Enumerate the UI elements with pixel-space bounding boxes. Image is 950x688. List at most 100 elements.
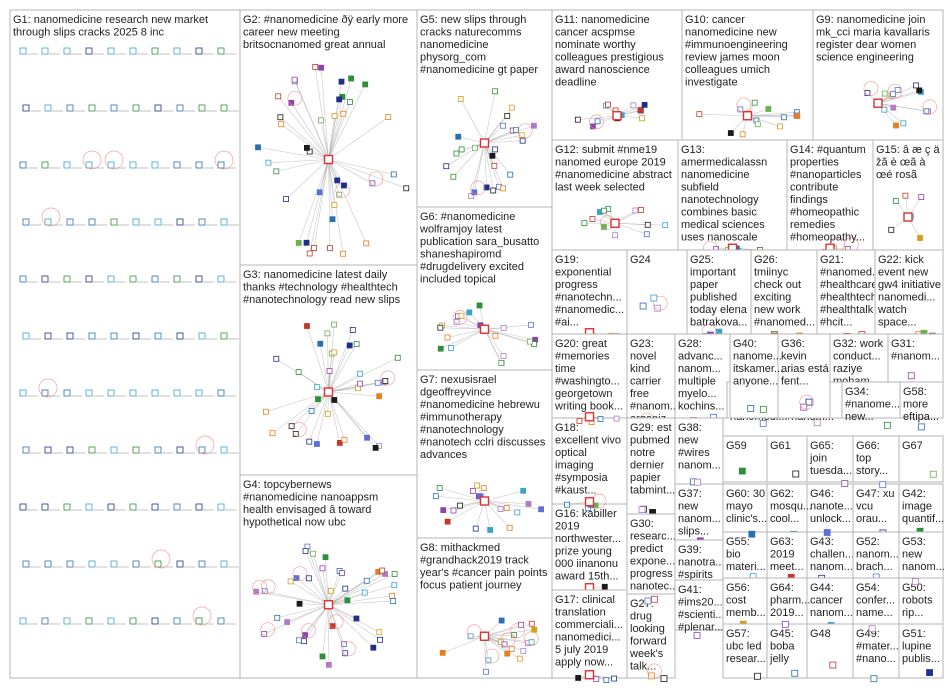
- vertex: [196, 162, 202, 168]
- group-panel-g55: G55:biomateri...: [723, 532, 767, 580]
- vertex: [297, 601, 302, 606]
- vertex: [304, 145, 309, 150]
- vertex: [639, 507, 645, 513]
- group-panel-g9: G9: nanomedicine joinmk_cci maria kavall…: [813, 10, 943, 140]
- vertex: [532, 627, 537, 632]
- vertex: [661, 676, 667, 682]
- vertex: [509, 105, 514, 110]
- group-panel-g8: G8: mithackmed#grandhack2019 trackyear's…: [417, 538, 552, 678]
- group-panel-g49: G49:#mater...#nano...: [853, 624, 899, 682]
- group-label-line: 5 july 2019: [555, 644, 608, 656]
- group-panel-g63: G63:2019meet...: [767, 532, 807, 580]
- group-label-line: medical sciences: [681, 219, 765, 231]
- group-label-line: top: [856, 453, 871, 465]
- vertex: [326, 662, 331, 667]
- vertex: [529, 621, 534, 626]
- vertex: [23, 333, 29, 339]
- group-panel-g60: G60: 30mayoclinic's...: [723, 484, 767, 537]
- group-panel-g66: G66:topstory...: [853, 436, 899, 488]
- group-label-line: 2019: [770, 549, 794, 561]
- vertices: [842, 481, 848, 487]
- vertex: [292, 77, 297, 82]
- group-label-line: G32: work: [833, 338, 884, 350]
- group-label-line: quantif...: [902, 513, 944, 525]
- group-label-line: remedies: [790, 219, 836, 231]
- vertex: [23, 447, 29, 453]
- group-label-line: G67: [902, 440, 923, 452]
- group-label-line: health envisaged â toward: [243, 504, 371, 516]
- group-label-line: G13:: [681, 144, 705, 156]
- vertex: [64, 390, 70, 396]
- group-label-line: #memories: [555, 351, 610, 363]
- vertex: [155, 105, 161, 111]
- group-label-line: #wires: [678, 447, 710, 459]
- vertex: [481, 486, 486, 491]
- vertex: [42, 618, 48, 624]
- vertex: [174, 390, 180, 396]
- vertex: [604, 678, 609, 683]
- vertex: [339, 79, 344, 84]
- vertex: [108, 276, 114, 282]
- vertex: [364, 578, 369, 583]
- vertex: [67, 219, 73, 225]
- group-label-line: thanks #technology #healthtech: [243, 282, 398, 294]
- vertex: [266, 160, 271, 165]
- group-label-line: G22: kick: [878, 254, 924, 266]
- vertex: [152, 504, 158, 510]
- vertex: [638, 108, 643, 113]
- vertex: [526, 501, 531, 506]
- group-label-line: rip...: [902, 607, 923, 619]
- group-label-line: conduct...: [833, 351, 881, 363]
- vertex: [575, 117, 580, 122]
- vertex: [284, 197, 289, 202]
- hub-vertex: [481, 325, 489, 333]
- group-label-line: G20: great: [555, 338, 607, 350]
- vertex: [505, 651, 510, 656]
- group-panel-g29: G29: estpubmednotredernierpapiertabmint.…: [627, 418, 675, 515]
- group-label-line: meet...: [770, 561, 804, 573]
- group-label-line: #homeopathy...: [790, 232, 865, 244]
- vertex: [456, 134, 461, 139]
- vertex: [577, 418, 582, 423]
- group-label-line: #spirits: [678, 569, 713, 581]
- vertex: [340, 251, 345, 256]
- group-label-line: talk...: [630, 661, 656, 673]
- group-label-line: G38:: [678, 422, 702, 434]
- group-label-line: #grandhack2019 track: [420, 555, 529, 567]
- vertex: [515, 510, 520, 515]
- vertex: [325, 411, 330, 416]
- vertex: [263, 409, 268, 414]
- group-label-line: investigate: [685, 77, 738, 89]
- vertex: [196, 276, 202, 282]
- vertices: [793, 471, 799, 477]
- group-panel-g65: G65:jointuesda...: [807, 436, 853, 487]
- vertex: [327, 368, 332, 373]
- group-label-line: #nanotechnology read new slips: [243, 294, 401, 306]
- group-label-line: cracks naturecomms: [420, 27, 522, 39]
- group-panel-g31: G31:#nanom...: [888, 334, 943, 382]
- vertex: [903, 193, 908, 198]
- group-label-line: nanom...: [678, 513, 721, 525]
- group-label-line: mk_cci maria kavallaris: [816, 27, 930, 39]
- group-panel-g17: G17: clinicaltranslationcommerciali...na…: [552, 590, 627, 683]
- group-label-line: writing book...: [554, 401, 623, 413]
- vertex: [111, 219, 117, 225]
- group-label-line: colleagues prestigious: [555, 52, 664, 64]
- vertex: [373, 445, 378, 450]
- group-label-line: cost: [726, 595, 746, 607]
- vertex: [332, 350, 337, 355]
- vertex: [448, 345, 453, 350]
- group-label-line: #nanomedicine nanoappsm: [243, 492, 378, 504]
- vertex: [793, 471, 799, 477]
- vertex: [307, 251, 312, 256]
- vertices: [782, 621, 788, 627]
- vertex: [451, 174, 456, 179]
- vertex: [332, 113, 337, 118]
- group-label-line: check out: [754, 279, 801, 291]
- group-label-line: subfield: [681, 182, 719, 194]
- group-label-line: kevin: [781, 351, 807, 363]
- vertex: [45, 447, 51, 453]
- group-label-line: G9: nanomedicine join: [816, 14, 925, 26]
- vertex: [501, 353, 506, 358]
- group-label-line: G18:: [555, 422, 579, 434]
